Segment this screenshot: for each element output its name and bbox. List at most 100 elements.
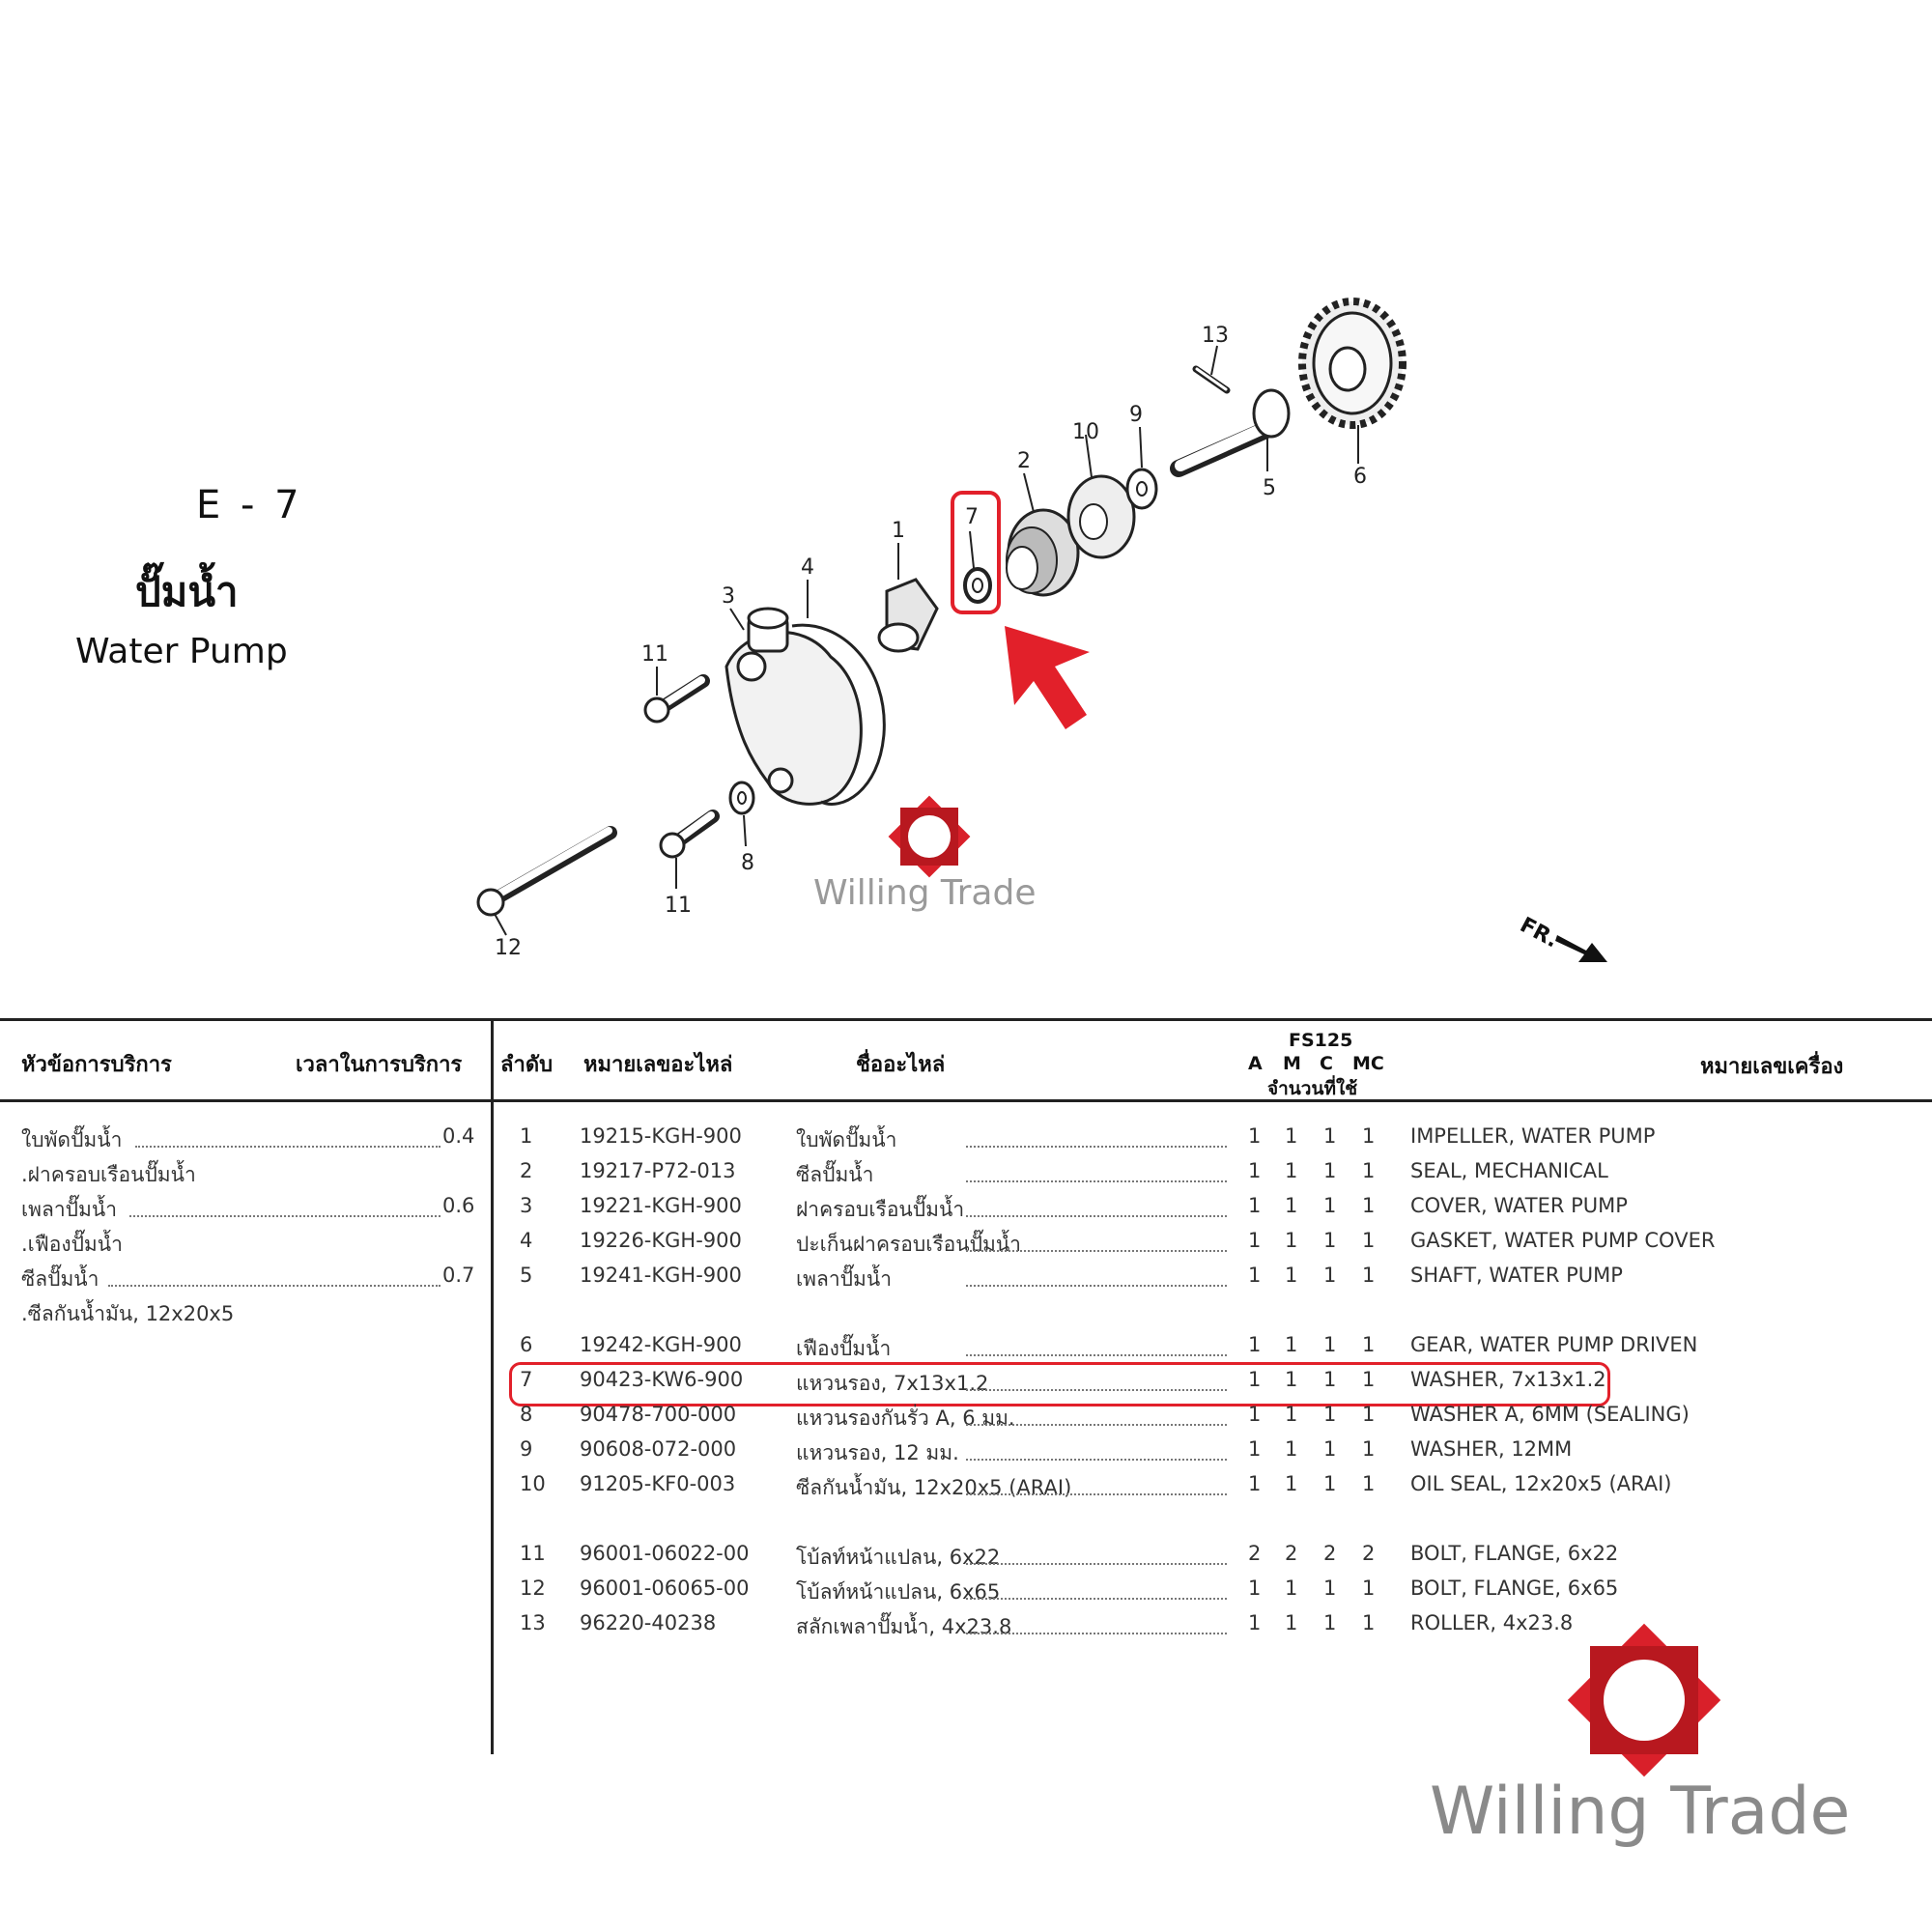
row-qty-mc: 1 — [1362, 1159, 1376, 1182]
part-7-washer — [963, 567, 992, 604]
row-qty-c: 2 — [1323, 1542, 1337, 1565]
leader-dots — [966, 1598, 1227, 1600]
row-qty-m: 1 — [1285, 1403, 1298, 1426]
row-name-en: SEAL, MECHANICAL — [1410, 1159, 1608, 1182]
watermark-logo-small — [888, 795, 971, 878]
section-code: E - 7 — [196, 483, 303, 527]
row-seq: 13 — [520, 1611, 546, 1634]
title-thai: ปั๊มน้ำ — [135, 568, 239, 615]
row-qty-c: 1 — [1323, 1124, 1337, 1148]
row-qty-c: 1 — [1323, 1577, 1337, 1600]
header-col-c: C — [1320, 1053, 1333, 1074]
row-qty-m: 1 — [1285, 1194, 1298, 1217]
row-qty-a: 1 — [1248, 1577, 1262, 1600]
row-part-no: 90608-072-000 — [580, 1437, 737, 1461]
service-time: 0.4 — [442, 1124, 475, 1148]
row-name-th: โบ้ลท์หน้าแปลน, 6x65 — [796, 1580, 1001, 1604]
row-name-en: BOLT, FLANGE, 6x65 — [1410, 1577, 1619, 1600]
row-name-th: ซีลกันน้ำมัน, 12x20x5 (ARAI) — [796, 1476, 1072, 1499]
leader-dots — [135, 1146, 440, 1148]
callout-1: 1 — [892, 519, 905, 543]
leader-dots — [966, 1563, 1227, 1565]
leader-dots — [966, 1250, 1227, 1252]
row-name-en: BOLT, FLANGE, 6x22 — [1410, 1542, 1619, 1565]
row-part-no: 19217-P72-013 — [580, 1159, 736, 1182]
row-qty-a: 1 — [1248, 1333, 1262, 1356]
row-qty-mc: 1 — [1362, 1333, 1376, 1356]
row-qty-a: 1 — [1248, 1229, 1262, 1252]
row-seq: 7 — [520, 1368, 533, 1391]
leader-dots — [966, 1424, 1227, 1426]
callout-5: 5 — [1263, 476, 1276, 500]
row-qty-mc: 1 — [1362, 1124, 1376, 1148]
row-name-en: WASHER, 12MM — [1410, 1437, 1573, 1461]
row-seq: 1 — [520, 1124, 533, 1148]
callout-11-lower: 11 — [665, 894, 692, 918]
row-name-th: แหวนรองกันรั่ว A, 6 มม. — [796, 1406, 1015, 1430]
row-part-no: 19242-KGH-900 — [580, 1333, 742, 1356]
row-name-en: WASHER A, 6MM (SEALING) — [1410, 1403, 1690, 1426]
row-part-no: 19215-KGH-900 — [580, 1124, 742, 1148]
row-qty-m: 1 — [1285, 1472, 1298, 1495]
part-5-shaft — [1170, 388, 1291, 477]
part-1-impeller — [877, 578, 939, 653]
leader-dots — [966, 1354, 1227, 1356]
row-seq: 3 — [520, 1194, 533, 1217]
leader-dots — [129, 1215, 440, 1217]
row-qty-c: 1 — [1323, 1611, 1337, 1634]
part-13-roller — [1192, 365, 1231, 394]
callout-10: 10 — [1072, 420, 1099, 444]
row-qty-mc: 1 — [1362, 1229, 1376, 1252]
row-qty-m: 1 — [1285, 1159, 1298, 1182]
row-part-no: 96001-06065-00 — [580, 1577, 750, 1600]
row-qty-mc: 1 — [1362, 1472, 1376, 1495]
part-11-bolt-upper — [643, 674, 710, 724]
service-time: 0.6 — [442, 1194, 475, 1217]
row-name-th: เพลาปั๊มน้ำ — [796, 1267, 893, 1291]
part-6-gear — [1298, 298, 1406, 429]
row-7-highlight — [509, 1362, 1610, 1406]
service-item: เพลาปั๊มน้ำ — [21, 1198, 118, 1221]
row-qty-m: 1 — [1285, 1229, 1298, 1252]
row-part-no: 96220-40238 — [580, 1611, 717, 1634]
part-4-gasket — [791, 623, 886, 806]
row-qty-mc: 1 — [1362, 1264, 1376, 1287]
part-12-long-bolt — [476, 826, 617, 917]
header-col-m: M — [1283, 1053, 1301, 1074]
part-7-highlight-box — [951, 491, 1001, 614]
row-name-en: SHAFT, WATER PUMP — [1410, 1264, 1623, 1287]
row-qty-m: 1 — [1285, 1368, 1298, 1391]
row-qty-a: 1 — [1248, 1472, 1262, 1495]
row-qty-mc: 1 — [1362, 1611, 1376, 1634]
row-name-th: เฟืองปั๊มน้ำ — [796, 1337, 892, 1360]
leader-lines — [494, 345, 1359, 936]
row-qty-mc: 1 — [1362, 1194, 1376, 1217]
header-col-a: A — [1248, 1053, 1263, 1074]
leader-dots — [108, 1285, 440, 1287]
service-item: ซีลปั๊มน้ำ — [21, 1267, 99, 1291]
row-qty-a: 1 — [1248, 1194, 1262, 1217]
row-qty-mc: 2 — [1362, 1542, 1376, 1565]
header-part-name: ชื่ออะไหล่ — [856, 1053, 946, 1077]
row-qty-c: 1 — [1323, 1159, 1337, 1182]
row-part-no: 96001-06022-00 — [580, 1542, 750, 1565]
leader-dots — [966, 1180, 1227, 1182]
row-qty-m: 1 — [1285, 1577, 1298, 1600]
header-service-topic: หัวข้อการบริการ — [21, 1053, 172, 1077]
watermark-text-large: Willing Trade — [1430, 1774, 1851, 1850]
row-qty-c: 1 — [1323, 1229, 1337, 1252]
leader-dots — [966, 1459, 1227, 1461]
service-item: ใบพัดปั๊มน้ำ — [21, 1128, 123, 1151]
row-name-en: IMPELLER, WATER PUMP — [1410, 1124, 1656, 1148]
header-engine-no: หมายเลขเครื่อง — [1700, 1055, 1844, 1079]
table-header-rule — [0, 1099, 1932, 1102]
leader-dots — [966, 1389, 1227, 1391]
front-direction-arrow: FR. — [1516, 913, 1607, 962]
row-qty-m: 1 — [1285, 1264, 1298, 1287]
table-top-rule — [0, 1018, 1932, 1021]
row-seq: 9 — [520, 1437, 533, 1461]
fr-label: FR. — [1516, 913, 1562, 952]
callout-11-upper: 11 — [641, 642, 668, 667]
title-english: Water Pump — [75, 632, 288, 671]
row-seq: 2 — [520, 1159, 533, 1182]
